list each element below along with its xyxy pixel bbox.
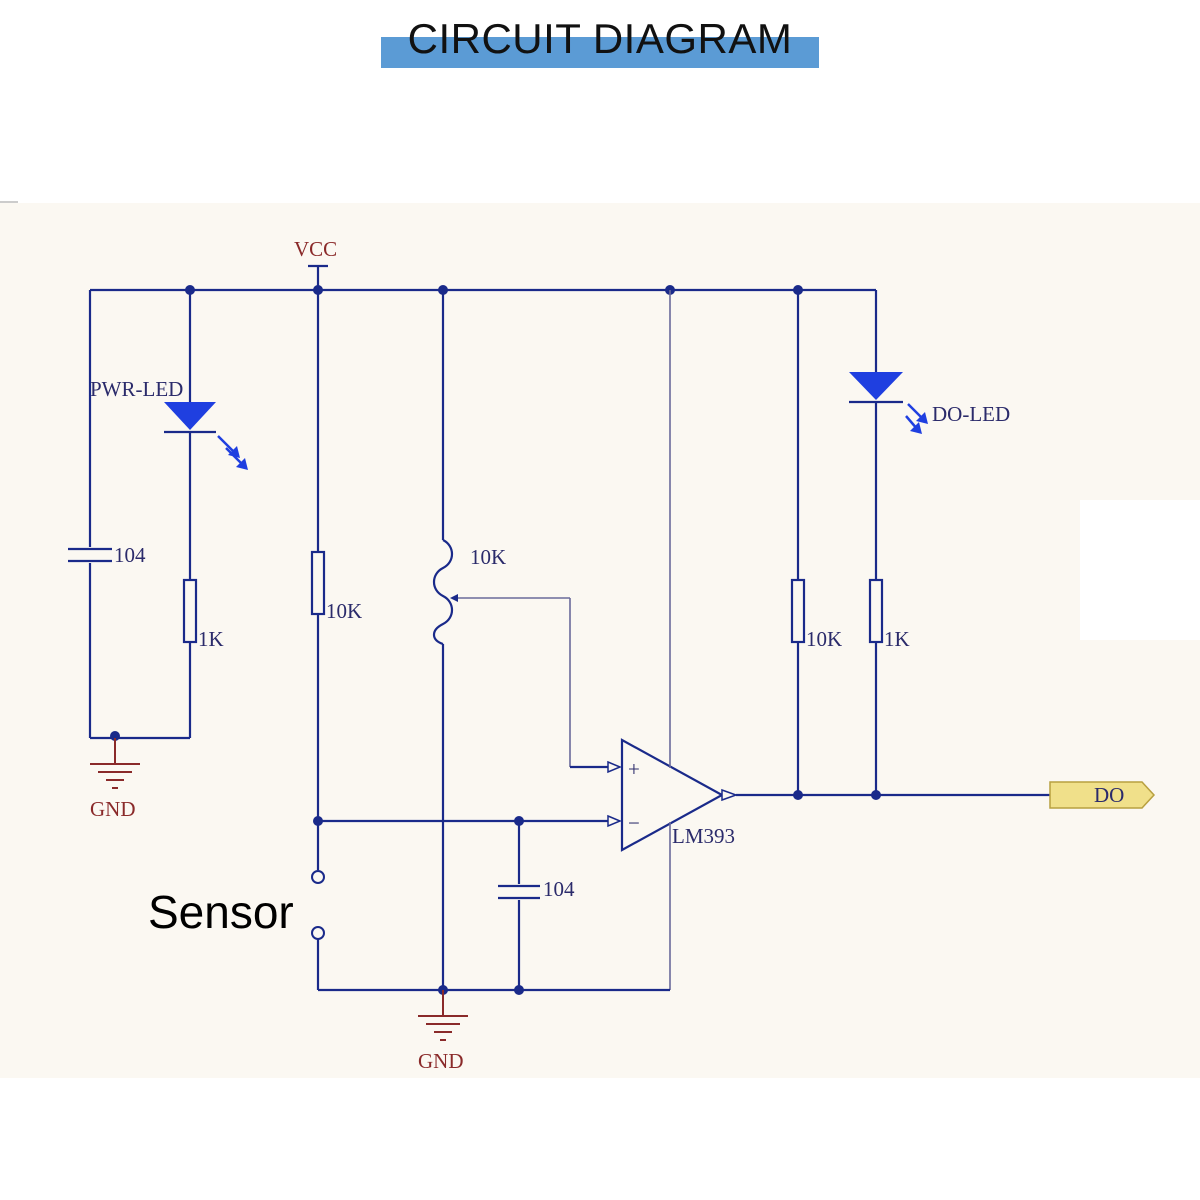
ground-rail: [318, 985, 670, 1041]
minus-input: [313, 814, 622, 828]
pwr-led-label: PWR-LED: [90, 377, 183, 401]
output-label: DO: [1094, 783, 1124, 807]
pot-label: 10K: [470, 545, 506, 569]
r-pullup-label: 10K: [806, 627, 842, 651]
page-title: CIRCUIT DIAGRAM: [407, 15, 793, 62]
opamp-lm393: [620, 290, 739, 990]
c1-label: 104: [114, 543, 146, 567]
resistor-do: [868, 578, 884, 795]
c2-label: 104: [543, 877, 575, 901]
resistor-pwr: [182, 578, 198, 738]
resistor-pullup: [790, 290, 806, 795]
title-bar: [381, 37, 819, 68]
r-in-label: 10K: [326, 599, 362, 623]
output-line: [736, 790, 1050, 800]
opamp-label: LM393: [672, 824, 735, 848]
sensor-terminals: [311, 870, 325, 990]
vcc-label: VCC: [294, 237, 337, 261]
sensor-label: Sensor: [148, 886, 294, 938]
do-led: [849, 290, 928, 580]
do-led-label: DO-LED: [932, 402, 1010, 426]
pwr-led: [164, 290, 248, 580]
panel-patch: [1080, 500, 1200, 640]
opamp-minus: −: [628, 811, 640, 835]
r-pwr-label: 1K: [198, 627, 224, 651]
diagram-panel: [0, 203, 1200, 1078]
gnd-left-label: GND: [90, 797, 136, 821]
capacitor-c2: [498, 821, 540, 990]
ground-left: [90, 731, 190, 789]
opamp-plus: +: [628, 757, 640, 781]
r-do-label: 1K: [884, 627, 910, 651]
output-port: [1049, 781, 1156, 809]
resistor-in: [310, 290, 326, 870]
potentiometer: [432, 290, 622, 990]
capacitor-c1: [68, 290, 112, 738]
gnd-bottom-label: GND: [418, 1049, 464, 1073]
